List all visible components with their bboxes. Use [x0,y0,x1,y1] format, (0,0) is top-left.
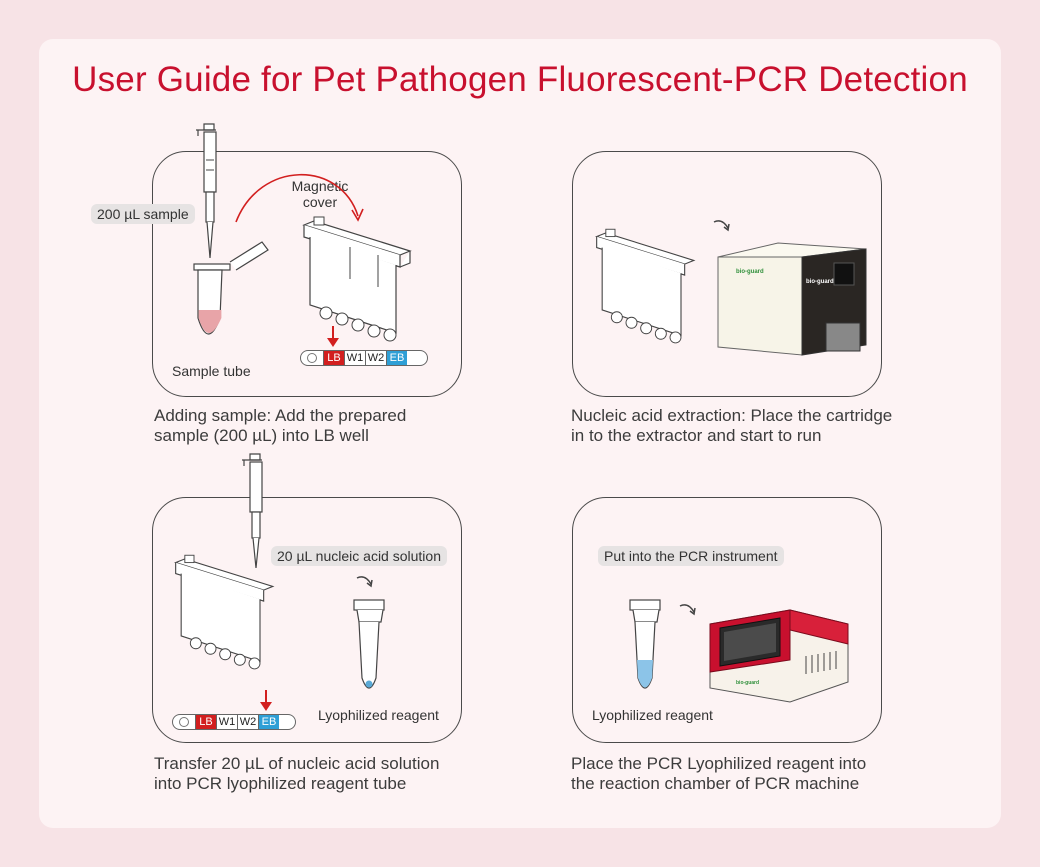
cartridge-icon [595,228,696,344]
page-title: User Guide for Pet Pathogen Fluorescent-… [72,60,968,99]
brand-text: bio-guard [736,680,759,686]
sample-tube-icon [193,241,269,335]
strip-hole-icon [179,717,189,727]
well-lb: LB [323,351,344,365]
step4-caption: Place the PCR Lyophilized reagent into t… [571,754,867,793]
down-arrow-icon [260,690,272,711]
well-w1: W1 [344,351,365,365]
lyophilized-reagent-label: Lyophilized reagent [318,707,439,723]
pcr-machine-icon: bio-guard [709,609,849,703]
well-w1: W1 [216,715,237,729]
well-w2: W2 [365,351,386,365]
well-eb: EB [386,351,407,365]
brand-text: bio-guard [806,279,834,285]
pcr-instrument-pill: Put into the PCR instrument [598,546,784,566]
well-eb: EB [258,715,279,729]
reagent-tube-icon [629,599,661,689]
cartridge-icon [174,554,275,670]
magnetic-cover-label: Magnetic cover [291,178,349,210]
pipette-icon [242,453,263,569]
transfer-arrow-icon [235,173,364,223]
sample-tube-label: Sample tube [172,363,251,379]
step2-caption: Nucleic acid extraction: Place the cartr… [571,406,893,445]
strip-hole-icon [307,353,317,363]
well-w2: W2 [237,715,258,729]
step3-caption: Transfer 20 µL of nucleic acid solution … [154,754,440,793]
brand-text: bio-guard [736,269,764,275]
lyophilized-reagent-label: Lyophilized reagent [592,707,713,723]
well-lb: LB [195,715,216,729]
well-strip: LB W1 W2 EB [172,714,296,730]
well-strip: LB W1 W2 EB [300,350,428,366]
down-arrow-icon [327,326,339,347]
curve-arrow-icon [679,604,696,616]
curve-arrow-icon [713,220,730,232]
cartridge-icon [302,216,412,342]
sample-volume-pill: 200 µL sample [91,204,195,224]
extractor-machine-icon: bio-guard bio-guard [717,242,867,356]
step1-caption: Adding sample: Add the prepared sample (… [154,406,407,445]
reagent-tube-icon [353,599,385,689]
curve-arrow-icon [356,576,373,588]
nucleic-acid-pill: 20 µL nucleic acid solution [271,546,447,566]
pipette-icon [196,123,217,259]
